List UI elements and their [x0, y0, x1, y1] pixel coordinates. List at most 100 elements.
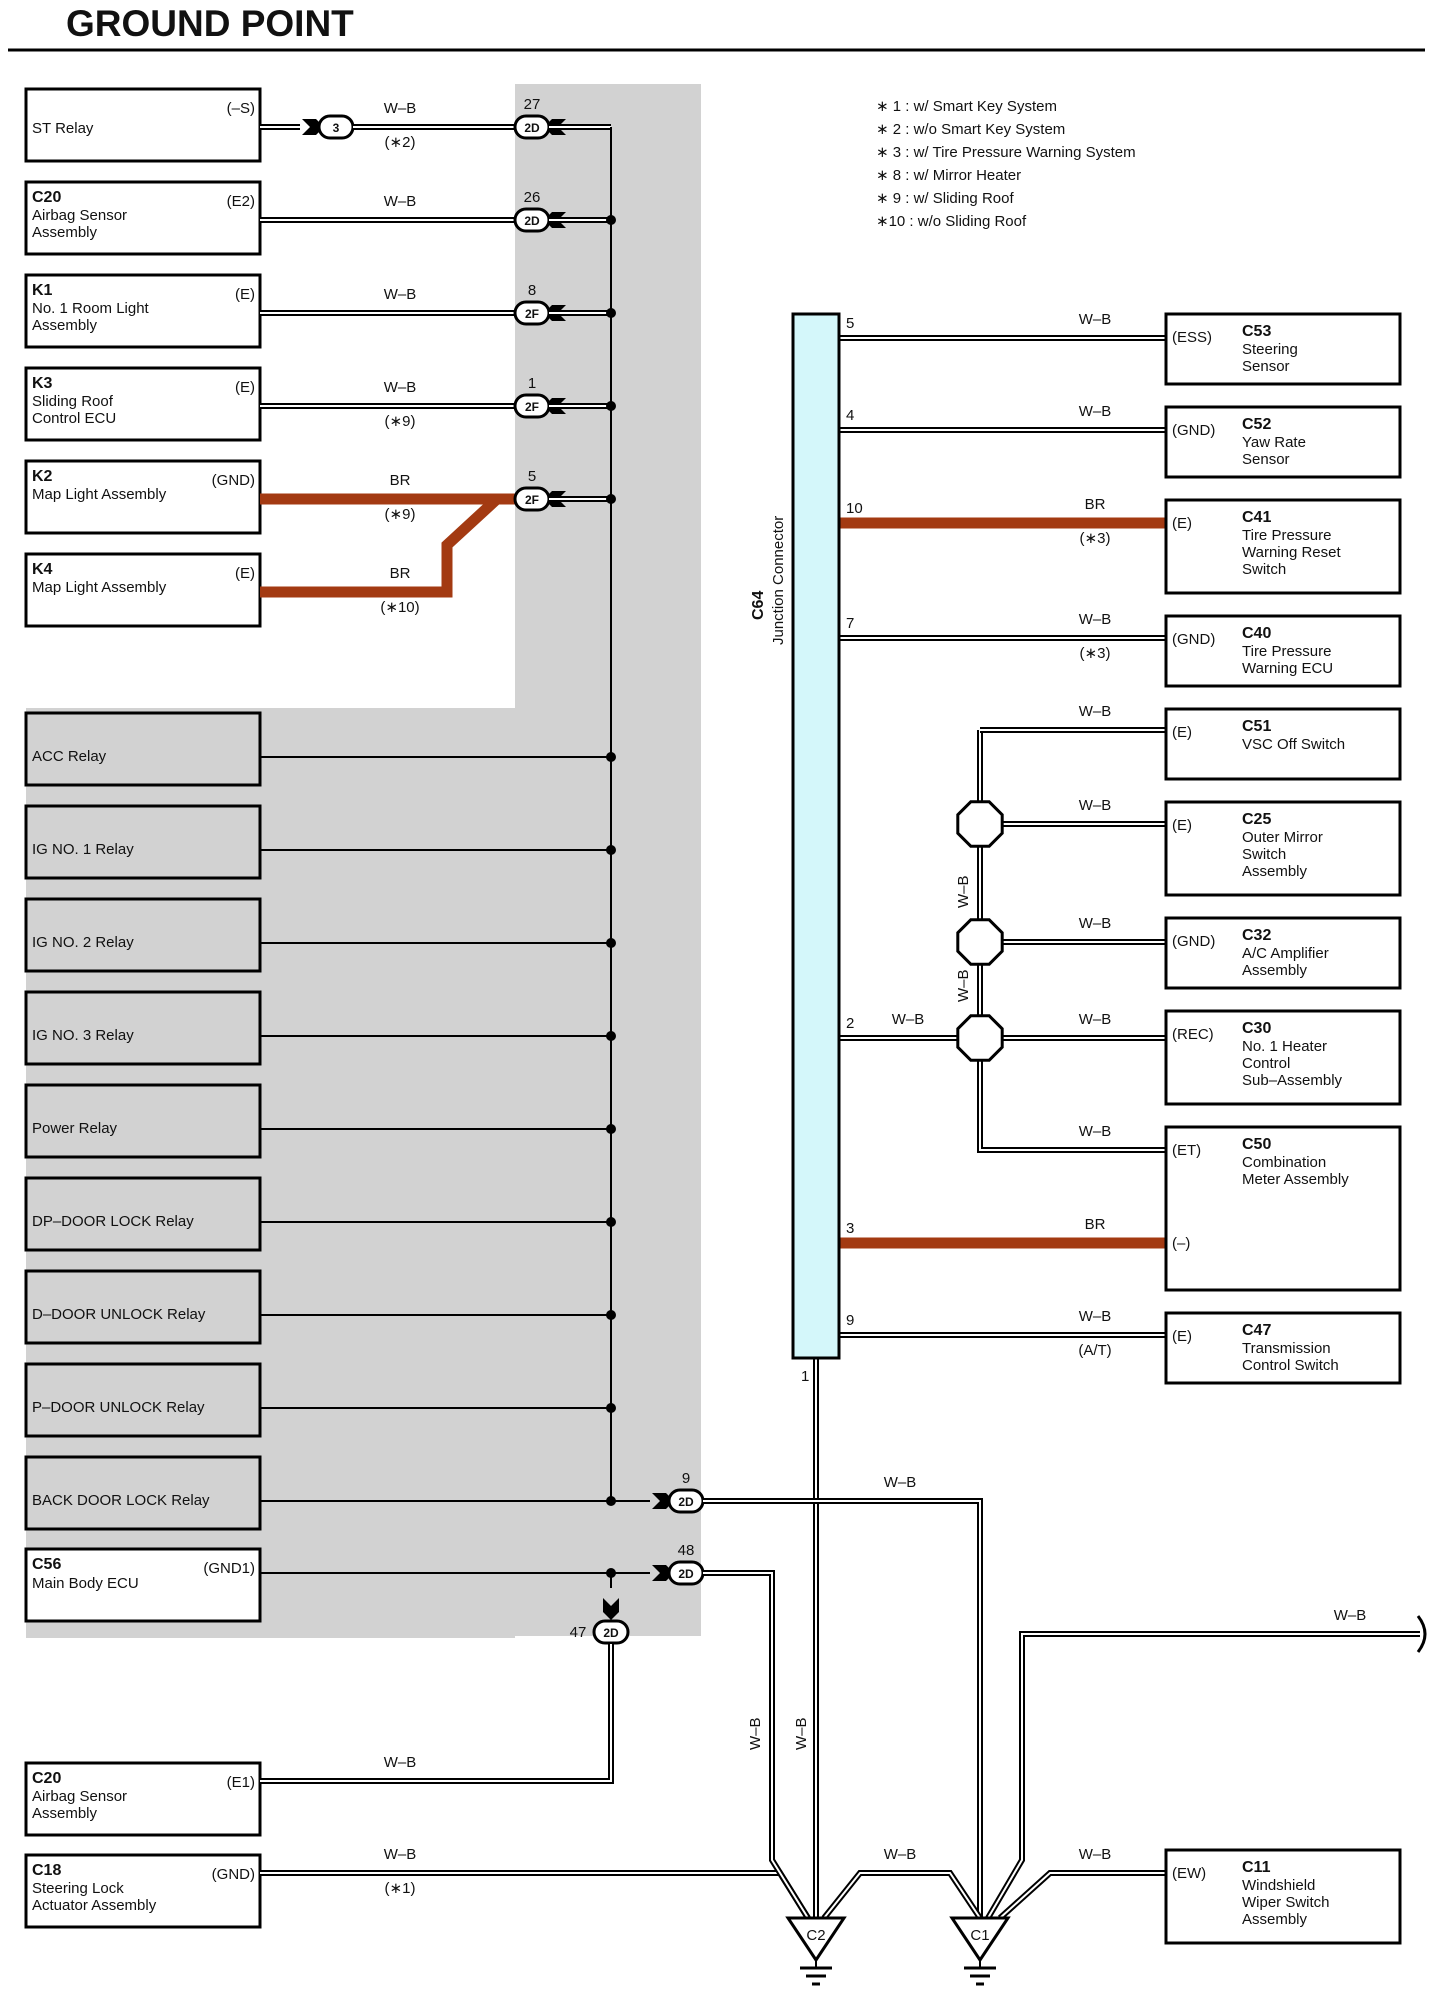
- ground-c2-label: C2: [806, 1927, 825, 1944]
- component-code-c41: C41: [1242, 509, 1271, 526]
- component-box-c47: [1164, 1311, 1402, 1385]
- component-code-c20: C20: [32, 189, 61, 206]
- wire-label-c20-lower: W–B: [384, 1754, 417, 1771]
- note-8: ∗ 8 : w/ Mirror Heater: [876, 167, 1021, 184]
- cond-label-c18: (∗1): [385, 1880, 416, 1897]
- vwire-label-1: W–B: [747, 1717, 764, 1750]
- component-pin-2: (E): [235, 286, 255, 303]
- note-1: ∗ 1 : w/ Smart Key System: [876, 98, 1057, 115]
- ground-c1-triangle: [949, 1916, 1011, 1963]
- junction-connector-code: C64: [750, 591, 767, 620]
- relay-box-1: [24, 711, 262, 787]
- component-code-c18-lower: C18: [32, 1862, 61, 1879]
- wire-label-far-right: W–B: [1334, 1607, 1367, 1624]
- relay-name-6: DP–DOOR LOCK Relay: [32, 1213, 194, 1230]
- wire-c20-lower: [260, 1644, 614, 1784]
- relay-box-4: [24, 990, 262, 1066]
- wire-c18-core: [260, 1872, 809, 1919]
- wire-br-k4: [260, 494, 501, 598]
- component-box-c56: [24, 1547, 262, 1623]
- wire-c18: [260, 1870, 811, 1920]
- component-pin-c11: (EW): [1172, 1865, 1206, 1882]
- connector-2d-47-pin: 47: [570, 1624, 587, 1641]
- relay-box-3: [24, 897, 262, 973]
- component-box-c41: [1164, 498, 1402, 595]
- cond-label-c47: (A/T): [1078, 1342, 1111, 1359]
- component-pin-c18-lower: (GND): [212, 1866, 255, 1883]
- component-name-c20-lower-line-2: Assembly: [32, 1805, 98, 1822]
- ground-c2-triangle: [785, 1916, 847, 1963]
- wire-label-row-3: W–B: [384, 379, 417, 396]
- connector-3-code: 3: [333, 121, 340, 135]
- wire-label-row-2: W–B: [384, 286, 417, 303]
- wire-c11-core: [999, 1872, 1166, 1919]
- component-code-c40: C40: [1242, 625, 1271, 642]
- relay-box-9: [24, 1455, 262, 1531]
- relay-name-7: D–DOOR UNLOCK Relay: [32, 1306, 206, 1323]
- junction-connector-name: Junction Connector: [770, 516, 787, 645]
- component-pin-c53: (ESS): [1172, 329, 1212, 346]
- vwire-label-4: W–B: [955, 969, 972, 1002]
- component-pin-c47: (E): [1172, 1328, 1192, 1345]
- wire-label-c50-br: BR: [1085, 1216, 1106, 1233]
- notes: ∗ 1 : w/ Smart Key System ∗ 2 : w/o Smar…: [876, 98, 1136, 230]
- component-name-c25-line-2: Switch: [1242, 846, 1286, 863]
- component-pin-0: (–S): [227, 100, 255, 117]
- component-name-c11-line-2: Wiper Switch: [1242, 1894, 1330, 1911]
- wire-label-c52: W–B: [1079, 403, 1112, 420]
- cond-label-k2: (∗9): [385, 506, 416, 523]
- component-box-c40: [1164, 614, 1402, 688]
- cond-label-c40: (∗3): [1080, 645, 1111, 662]
- component-box-c51: [1164, 707, 1402, 781]
- component-name-k4-line-1: Map Light Assembly: [32, 579, 167, 596]
- component-name-c30-line-3: Sub–Assembly: [1242, 1072, 1343, 1089]
- wire-2d9-c1-core: [703, 1500, 981, 1918]
- component-pin-c52: (GND): [1172, 422, 1215, 439]
- wire-label-c11: W–B: [1079, 1846, 1112, 1863]
- junction-connector-bottom-pin: 1: [801, 1368, 809, 1385]
- component-box-c11: [1164, 1848, 1402, 1945]
- relay-name-4: IG NO. 3 Relay: [32, 1027, 134, 1044]
- component-name-c50-line-1: Combination: [1242, 1154, 1326, 1171]
- component-box-k1: [24, 273, 262, 349]
- component-box-c53: [1164, 312, 1402, 386]
- wire-label-c40: W–B: [1079, 611, 1112, 628]
- component-pin-c41: (E): [1172, 515, 1192, 532]
- component-name-k1-line-1: No. 1 Room Light: [32, 300, 150, 317]
- wire-label-c18: W–B: [384, 1846, 417, 1863]
- wire-c2-c1: [821, 1870, 983, 1920]
- wire-label-c50: W–B: [1079, 1123, 1112, 1140]
- component-pin2-c50: (–): [1172, 1235, 1190, 1252]
- component-pin-3: (E): [235, 379, 255, 396]
- component-name-c52-line-2: Sensor: [1242, 451, 1290, 468]
- vwire-label-3: W–B: [955, 875, 972, 908]
- connector-2f-8-code: 2F: [525, 307, 539, 321]
- wire-label-st-relay: W–B: [384, 100, 417, 117]
- component-pin-c25: (E): [1172, 817, 1192, 834]
- wire-label-row-1: W–B: [384, 193, 417, 210]
- note-10: ∗10 : w/o Sliding Roof: [876, 213, 1027, 230]
- component-code-c53: C53: [1242, 323, 1271, 340]
- component-name-c11-line-3: Assembly: [1242, 1911, 1308, 1928]
- junction-connector-body: [791, 312, 841, 1360]
- component-name-c50-line-2: Meter Assembly: [1242, 1171, 1349, 1188]
- component-box-c52: [1164, 405, 1402, 479]
- component-name-c20-line-2: Assembly: [32, 224, 98, 241]
- component-code-c50: C50: [1242, 1136, 1271, 1153]
- cond-label-k4: (∗10): [380, 599, 419, 616]
- component-name-c30-line-2: Control: [1242, 1055, 1290, 1072]
- wire-label-2d9: W–B: [884, 1474, 917, 1491]
- relay-name-1: ACC Relay: [32, 748, 107, 765]
- component-name-c18-lower-line-1: Steering Lock: [32, 1880, 124, 1897]
- component-box-k4: [24, 552, 262, 628]
- component-code-c52: C52: [1242, 416, 1271, 433]
- jc-pin-label-c30: 2: [846, 1015, 854, 1032]
- component-pin-c20-lower: (E1): [227, 1774, 255, 1791]
- page-title: GROUND POINT: [66, 3, 354, 44]
- component-name-c32-line-1: A/C Amplifier: [1242, 945, 1329, 962]
- component-pin-c50: (ET): [1172, 1142, 1201, 1159]
- note-9: ∗ 9 : w/ Sliding Roof: [876, 190, 1014, 207]
- wire-far-right-core: [987, 1633, 1420, 1919]
